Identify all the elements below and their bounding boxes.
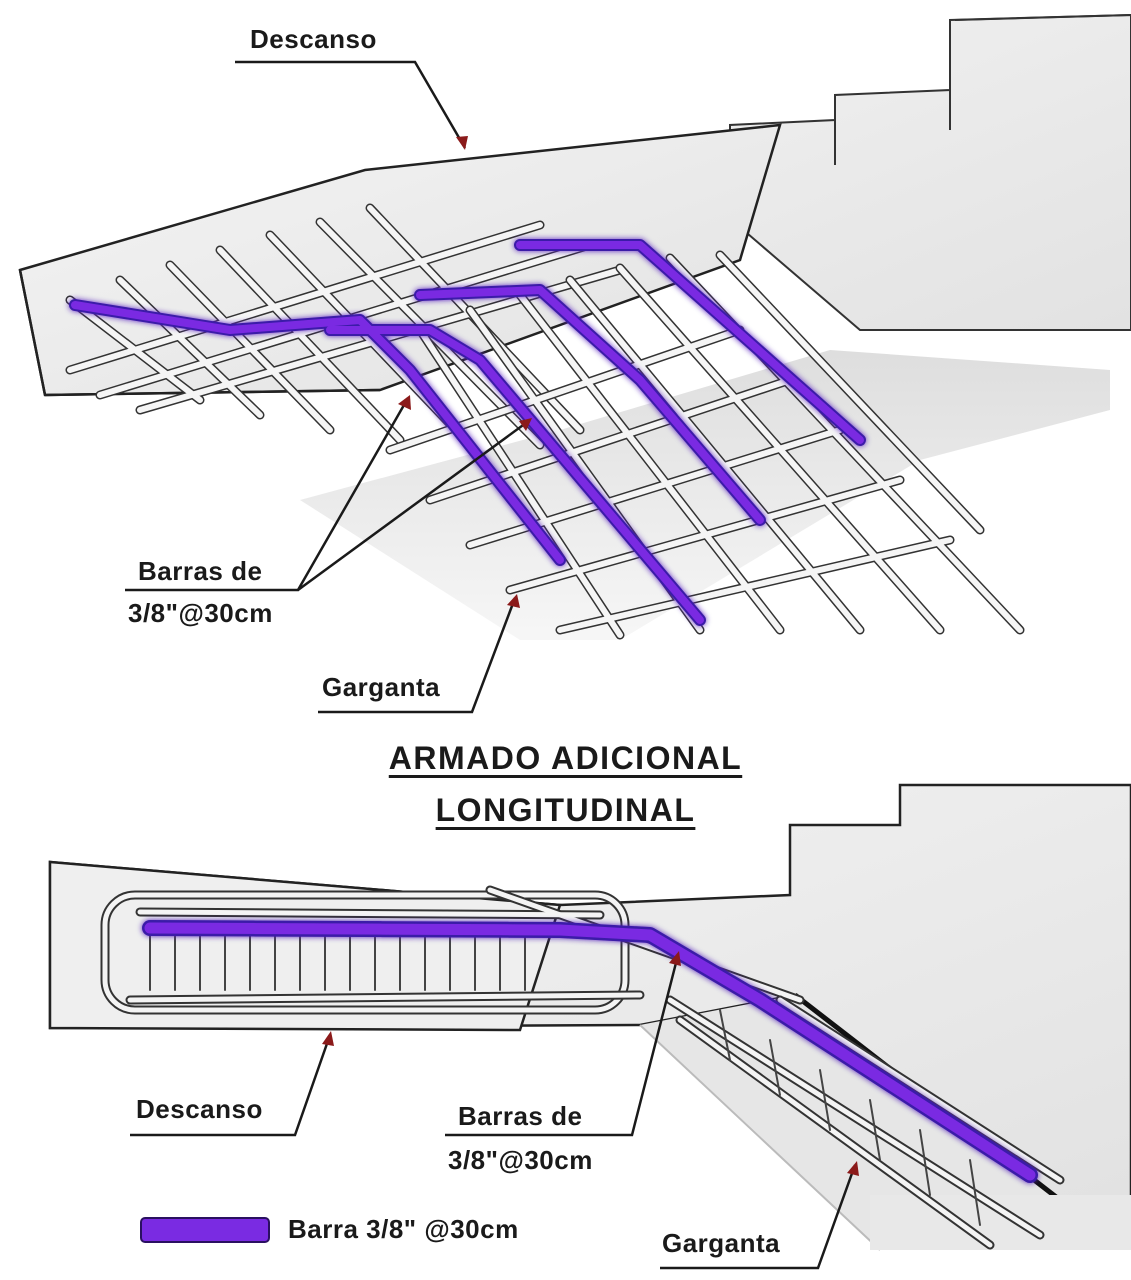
top-shadow bbox=[300, 350, 1110, 640]
section-landing-cage bbox=[100, 885, 805, 1015]
section-view bbox=[48, 783, 1131, 1270]
section-flight-cage bbox=[665, 995, 1065, 1250]
top-label-barras-line2: 3/8"@30cm bbox=[128, 598, 273, 628]
top-leaders bbox=[125, 60, 531, 714]
top-label-descanso: Descanso bbox=[250, 24, 377, 54]
section-label-barras-line1: Barras de bbox=[458, 1101, 583, 1131]
top-leader-arrows bbox=[398, 136, 532, 608]
legend-swatch bbox=[140, 1217, 270, 1243]
diagram-title-line1: ARMADO ADICIONAL bbox=[388, 740, 743, 776]
top-label-barras-line1: Barras de bbox=[138, 556, 263, 586]
top-label-garganta: Garganta bbox=[322, 672, 441, 702]
section-label-barras-line2: 3/8"@30cm bbox=[448, 1145, 593, 1175]
section-label-descanso: Descanso bbox=[136, 1094, 263, 1124]
diagram-title-line2: LONGITUDINAL bbox=[435, 792, 696, 828]
section-leader-arrows bbox=[322, 951, 859, 1176]
section-leaders bbox=[130, 954, 857, 1270]
top-view bbox=[18, 13, 1131, 714]
section-additional-bar bbox=[142, 920, 1038, 1183]
section-label-garganta: Garganta bbox=[662, 1228, 781, 1258]
top-additional-bars bbox=[69, 239, 866, 626]
legend-label: Barra 3/8" @30cm bbox=[288, 1214, 519, 1244]
